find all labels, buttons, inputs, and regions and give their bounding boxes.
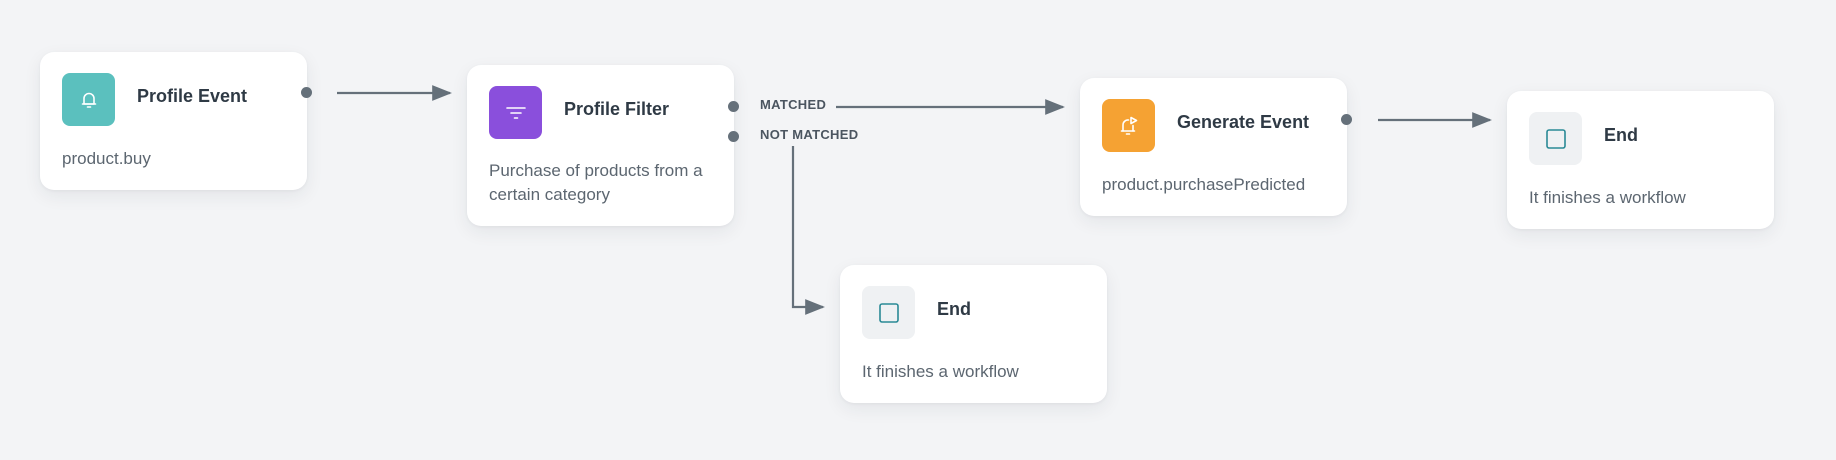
- profile-filter-description: Purchase of products from a certain cate…: [489, 161, 703, 204]
- generate-event-title: Generate Event: [1177, 112, 1310, 132]
- bell-play-icon: [1120, 116, 1137, 135]
- square-icon: [1545, 128, 1566, 149]
- bell-icon: [81, 92, 96, 108]
- profile-filter-icon-box: [489, 86, 542, 139]
- profile-event-description: product.buy: [62, 149, 151, 168]
- profile-filter-node[interactable]: Profile Filter Purchase of products from…: [467, 65, 734, 226]
- generate-event-description: product.purchasePredicted: [1102, 175, 1306, 194]
- end-top-icon-box: [1529, 112, 1582, 165]
- end-bottom-icon-box: [862, 286, 915, 339]
- square-icon: [878, 302, 899, 323]
- generate-event-icon-box: [1102, 99, 1155, 152]
- not-matched-branch-label: NOT MATCHED: [760, 127, 859, 142]
- end-bottom-title: End: [937, 299, 971, 319]
- matched-branch-label: MATCHED: [760, 97, 827, 112]
- end-top-title: End: [1604, 125, 1638, 145]
- end-node-bottom[interactable]: End It finishes a workflow: [840, 265, 1107, 403]
- end-node-top[interactable]: End It finishes a workflow: [1507, 91, 1774, 229]
- profile-event-output-port[interactable]: [301, 87, 312, 98]
- end-bottom-description: It finishes a workflow: [862, 362, 1019, 381]
- matched-output-port[interactable]: [728, 101, 739, 112]
- profile-event-title: Profile Event: [137, 86, 248, 106]
- profile-event-node[interactable]: Profile Event product.buy: [40, 52, 307, 190]
- profile-event-icon-box: [62, 73, 115, 126]
- generate-event-node[interactable]: Generate Event product.purchasePredicted: [1080, 78, 1347, 216]
- edge-not-matched-to-end: [791, 146, 825, 315]
- filter-icon: [505, 106, 526, 119]
- end-top-description: It finishes a workflow: [1529, 188, 1686, 207]
- profile-filter-title: Profile Filter: [564, 99, 670, 119]
- not-matched-output-port[interactable]: [728, 131, 739, 142]
- generate-event-output-port[interactable]: [1341, 114, 1352, 125]
